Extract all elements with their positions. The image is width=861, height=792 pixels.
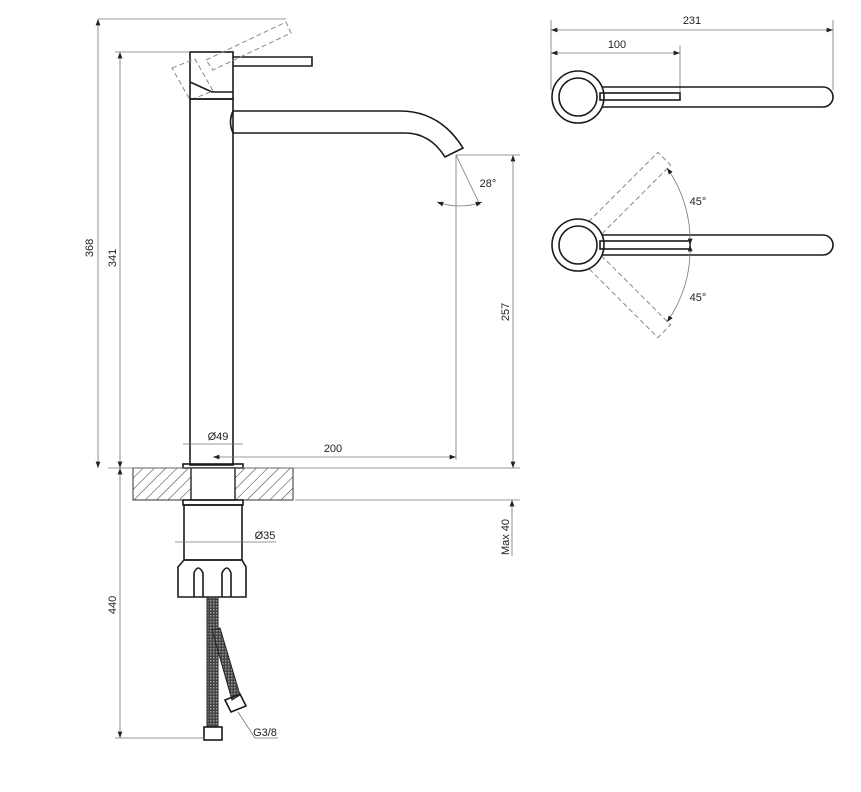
hose-nut-2 <box>223 692 248 714</box>
lever-open-ghost-handle <box>205 21 292 71</box>
dim-hose-connection: G3/8 <box>253 727 277 739</box>
top-view-2 <box>551 151 834 339</box>
dim-top-total-width: 231 <box>683 15 701 27</box>
dim-lever-angle-down: 45° <box>690 292 707 304</box>
spout <box>233 110 465 159</box>
hose-1 <box>206 596 219 728</box>
lever-open-ghost-head <box>171 58 214 101</box>
body-column <box>189 98 234 466</box>
threaded-shank <box>183 504 243 561</box>
dim-spout-reach: 200 <box>324 443 342 455</box>
cartridge-cap <box>189 81 233 93</box>
dim-total-height: 368 <box>84 239 96 257</box>
dim-thread-diameter: Ø35 <box>255 530 276 542</box>
dim-body-diameter: Ø49 <box>208 431 229 443</box>
fixing-nut <box>177 559 247 598</box>
dim-hose-length: 440 <box>107 596 119 614</box>
dim-lever-angle-up: 45° <box>690 196 707 208</box>
faucet-side-view <box>132 21 465 741</box>
mounting-pipe <box>190 467 236 501</box>
lever-handle <box>233 56 313 67</box>
dim-spout-height: 257 <box>500 303 512 321</box>
dim-spout-angle: 28° <box>480 178 497 190</box>
top-view-1 <box>550 20 834 124</box>
dim-top-handle-reach: 100 <box>608 39 626 51</box>
hose-nut-1 <box>203 726 223 741</box>
side-dimensions <box>95 18 520 739</box>
dim-body-height: 341 <box>107 249 119 267</box>
dim-max-countertop: Max 40 <box>500 519 512 555</box>
